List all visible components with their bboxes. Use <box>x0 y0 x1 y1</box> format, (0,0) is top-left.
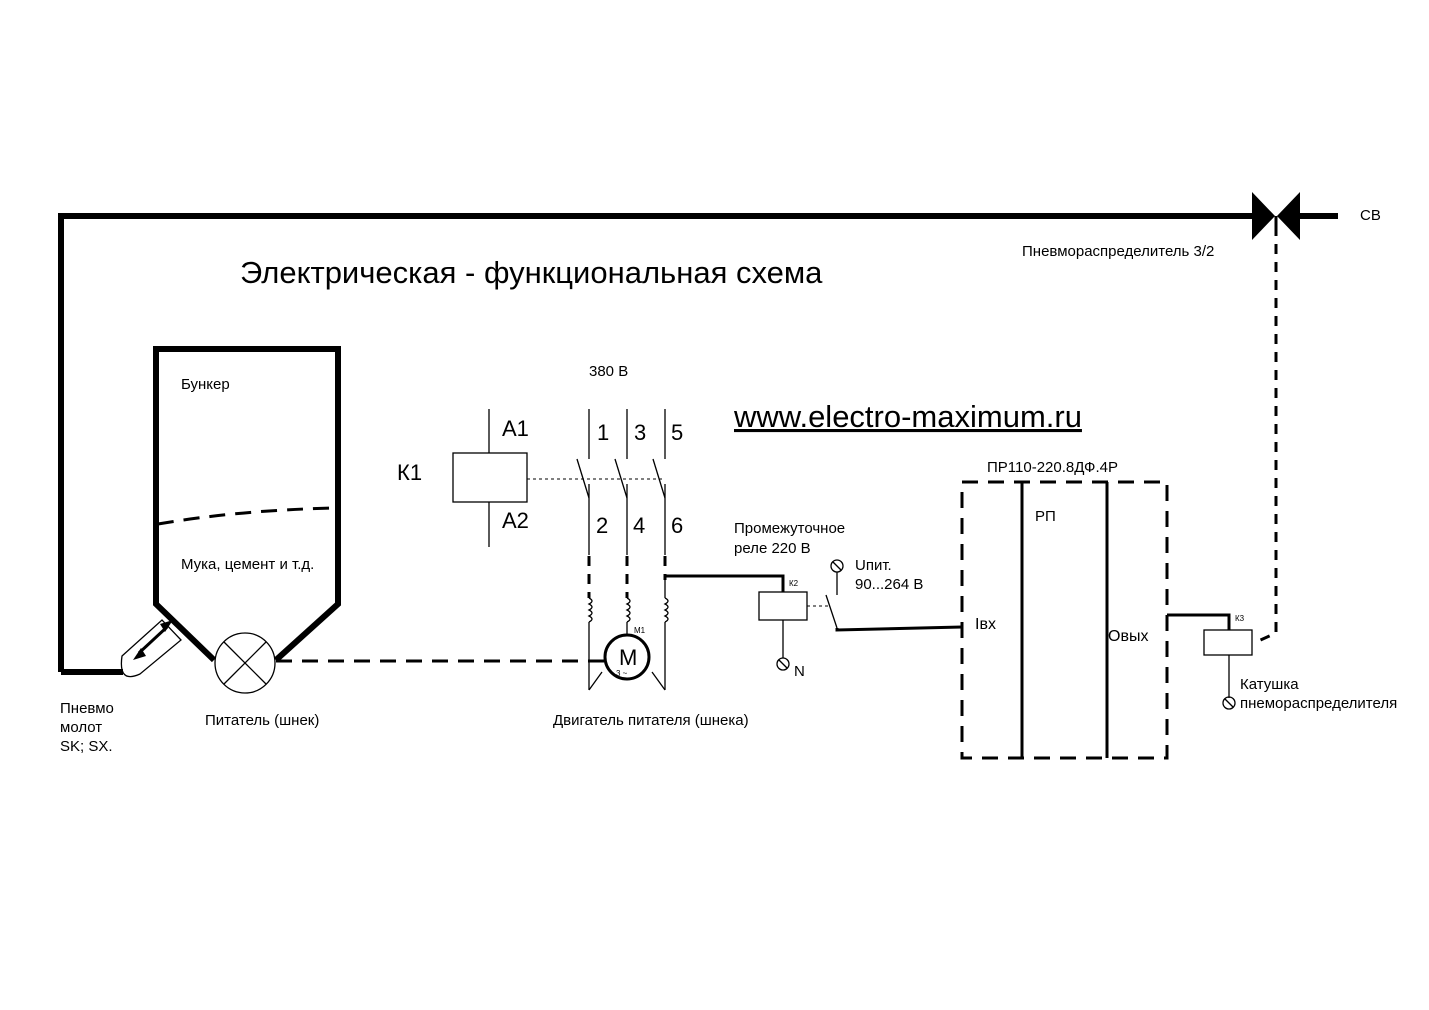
air-supply-line <box>58 213 1338 675</box>
relay-k2-coil <box>758 591 808 671</box>
output-label: Овых <box>1108 628 1148 645</box>
motor-windings <box>587 597 669 691</box>
k2-label: К2 <box>789 579 799 588</box>
pneumo-valve-symbol <box>1252 192 1300 240</box>
a1-label: А1 <box>502 416 529 441</box>
k1-label: К1 <box>397 460 422 485</box>
k3-label: К3 <box>1235 614 1245 623</box>
terminal-4: 4 <box>633 513 645 538</box>
website-link[interactable]: www.electro-maximum.ru <box>733 399 1082 434</box>
relay-label-2: реле 220 В <box>734 540 811 557</box>
cv-label: СВ <box>1360 207 1381 224</box>
hopper <box>153 346 341 663</box>
k1-main-contacts <box>576 409 666 555</box>
motor-label: Двигатель питателя (шнека) <box>553 712 749 729</box>
input-label: Iвх <box>975 616 996 633</box>
pneumo-valve-label: Пневмораспределитель 3/2 <box>1022 243 1214 260</box>
rp-to-coil-wire <box>1167 613 1231 630</box>
terminal-2: 2 <box>596 513 608 538</box>
voltage-380-label: 380 В <box>589 363 628 380</box>
rp-model-label: ПР110-220.8ДФ.4Р <box>987 459 1118 476</box>
terminal-1: 1 <box>597 420 609 445</box>
relay-to-rp-wire <box>835 625 963 632</box>
coil-label-2: пнемораспределителя <box>1240 695 1397 712</box>
feeder-label: Питатель (шнек) <box>205 712 319 729</box>
motor-phase: 3 ~ <box>616 669 628 678</box>
upit-label-1: Uпит. <box>855 557 892 574</box>
programmable-relay <box>960 480 1169 760</box>
motor-m1 <box>603 633 651 681</box>
feeder-symbol <box>214 632 276 694</box>
pneumo-hammer-label-1: Пневмо <box>60 700 114 717</box>
rp-label: РП <box>1035 508 1056 525</box>
hopper-label: Бункер <box>181 376 230 393</box>
upit-label-2: 90...264 В <box>855 576 923 593</box>
motor-symbol-m: M <box>619 645 637 670</box>
motor-tag: М1 <box>634 626 646 635</box>
pneumo-hammer-label-2: молот <box>60 719 102 736</box>
diagram-title: Электрическая - функциональная схема <box>240 255 823 290</box>
pneumo-hammer <box>120 619 182 678</box>
a2-label: А2 <box>502 508 529 533</box>
terminal-6: 6 <box>671 513 683 538</box>
coil-label-1: Катушка <box>1240 676 1299 693</box>
terminal-3: 3 <box>634 420 646 445</box>
motor-leads <box>587 556 667 598</box>
valve-coil-k3 <box>1203 629 1253 710</box>
relay-k2-contact <box>825 559 844 629</box>
contents-label: Мука, цемент и т.д. <box>181 556 314 573</box>
neutral-label: N <box>794 663 805 680</box>
valve-control-line <box>1253 244 1278 645</box>
relay-label-1: Промежуточное <box>734 520 845 537</box>
k1-coil <box>452 409 528 547</box>
terminal-5: 5 <box>671 420 683 445</box>
t6-to-relay-wire <box>665 574 785 592</box>
pneumo-hammer-label-3: SK; SX. <box>60 738 113 755</box>
